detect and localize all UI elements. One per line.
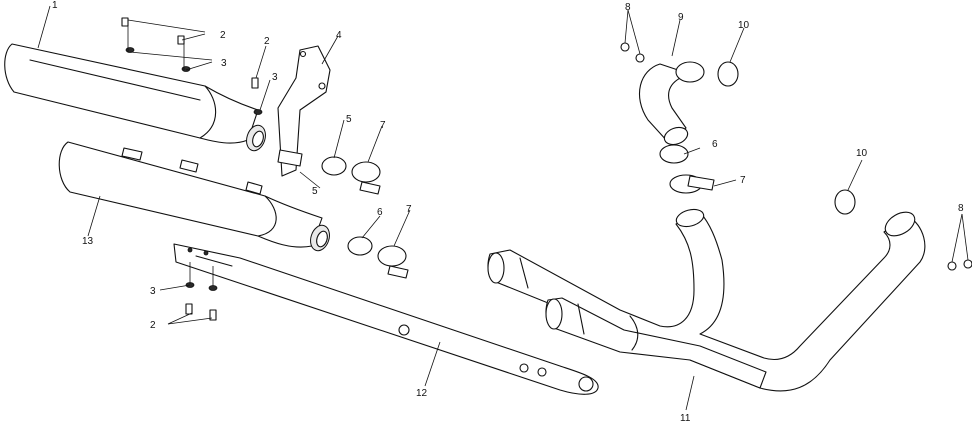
lower-muffler bbox=[58, 141, 330, 252]
callout-1: 1 bbox=[52, 0, 58, 11]
callout-5-b: 5 bbox=[312, 186, 318, 197]
callout-13: 13 bbox=[82, 236, 94, 247]
callout-3-c: 3 bbox=[150, 286, 156, 297]
callout-4: 4 bbox=[336, 30, 342, 41]
callout-7-c: 7 bbox=[740, 175, 746, 186]
callout-6-b: 6 bbox=[712, 139, 718, 150]
callout-9: 9 bbox=[678, 12, 684, 23]
gasket-upper bbox=[717, 61, 739, 87]
callout-12: 12 bbox=[416, 388, 428, 399]
callout-7-a: 7 bbox=[380, 120, 386, 131]
support-bracket bbox=[173, 243, 599, 395]
callout-7-b: 7 bbox=[406, 204, 412, 215]
callout-2-a: 2 bbox=[220, 30, 226, 41]
leader-lines bbox=[37, 5, 969, 411]
gasket-lower bbox=[834, 189, 856, 215]
callout-3-b: 3 bbox=[272, 72, 278, 83]
hardware-fasteners bbox=[121, 17, 263, 321]
flange-nuts bbox=[620, 42, 972, 271]
callout-3-a: 3 bbox=[221, 58, 227, 69]
elbow-pipe bbox=[639, 61, 705, 146]
callout-10-b: 10 bbox=[856, 148, 868, 159]
callout-8-b: 8 bbox=[958, 203, 964, 214]
callout-2-c: 2 bbox=[150, 320, 156, 331]
upper-muffler bbox=[4, 43, 266, 152]
callout-10-a: 10 bbox=[738, 20, 750, 31]
callout-2-b: 2 bbox=[264, 36, 270, 47]
callout-6-a: 6 bbox=[377, 207, 383, 218]
callout-11: 11 bbox=[680, 413, 691, 423]
callout-5-a: 5 bbox=[346, 114, 352, 125]
muffler-couplers bbox=[321, 156, 409, 279]
callout-8-a: 8 bbox=[625, 2, 631, 13]
header-pipe-assembly bbox=[487, 208, 926, 392]
mounting-bracket bbox=[277, 45, 331, 177]
pipe-couplers bbox=[659, 144, 715, 194]
